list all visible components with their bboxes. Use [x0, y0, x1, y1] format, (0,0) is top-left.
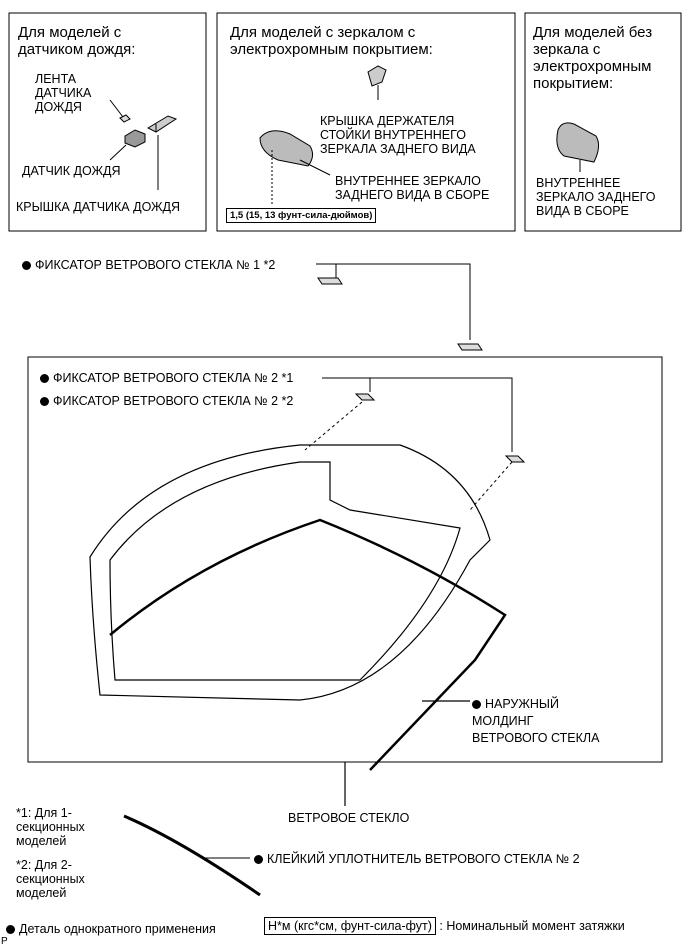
retainer-2-right [504, 455, 526, 463]
legend-non-reusable: Деталь однократного применения [6, 922, 216, 936]
leader-retainer-1b [336, 263, 471, 340]
ec-mirror-shape [259, 130, 314, 167]
rain-sensor-shape [124, 129, 146, 148]
leader-retainer-1 [316, 263, 337, 278]
leader-retainer-2b [370, 377, 513, 452]
note-2: *2: Для 2- секционных моделей [16, 858, 85, 900]
adhesive-dam-label: КЛЕЙКИЙ УПЛОТНИТЕЛЬ ВЕТРОВОГО СТЕКЛА № 2 [254, 852, 580, 866]
windshield-label: ВЕТРОВОЕ СТЕКЛО [288, 811, 410, 825]
retainer-2-left [354, 393, 376, 401]
panel-rain-sensor-header: Для моделей с датчиком дождя: [18, 24, 136, 58]
panel-ec-mirror-frame [216, 12, 516, 232]
leader-ec-mirror [299, 159, 331, 176]
leader-retainer-2 [322, 377, 371, 392]
windshield-glass-outline [89, 444, 491, 701]
note-1: *1: Для 1- секционных моделей [16, 806, 85, 848]
rain-sensor-label: ДАТЧИК ДОЖДЯ [22, 164, 121, 178]
windshield-inner-outline [109, 461, 461, 681]
corner-code: P [1, 936, 8, 947]
retainer-2a-label: ФИКСАТОР ВЕТРОВОГО СТЕКЛА № 2 *1 [40, 371, 293, 385]
retainer-1-front [317, 277, 343, 285]
panel-rain-sensor-frame [8, 12, 207, 232]
outer-molding-label: НАРУЖНЫЙ МОЛДИНГ ВЕТРОВОГО СТЕКЛА [472, 697, 600, 745]
adhesive-dam-shape [123, 814, 261, 897]
panel-plain-mirror-frame [524, 12, 682, 232]
leader-tape [109, 99, 124, 118]
dash-retainer-right [469, 461, 513, 511]
panel-ec-mirror-header: Для моделей с зеркалом с электрохромным … [230, 24, 433, 58]
ec-mirror-torque-box: 1,5 (15, 13 фунт-сила-дюймов) [226, 208, 377, 223]
windshield-molding [109, 518, 507, 771]
retainer-1-label: ФИКСАТОР ВЕТРОВОГО СТЕКЛА № 1 *2 [22, 258, 275, 272]
ec-mirror-label: ВНУТРЕННЕЕ ЗЕРКАЛО ЗАДНЕГО ВИДА В СБОРЕ [335, 174, 490, 202]
rain-sensor-cover-label: КРЫШКА ДАТЧИКА ДОЖДЯ [16, 200, 181, 214]
leader-sensor [109, 144, 127, 161]
dash-retainer-left [304, 401, 363, 451]
legend-torque: Н*м (кгс*см, фунт-сила-фут) : Номинальны… [264, 917, 625, 935]
retainer-2b-label: ФИКСАТОР ВЕТРОВОГО СТЕКЛА № 2 *2 [40, 394, 293, 408]
rain-sensor-tape-shape [119, 114, 131, 123]
rain-sensor-cover-shape [146, 115, 178, 133]
legend-torque-desc: : Номинальный момент затяжки [439, 919, 625, 933]
ec-mirror-holder-cover-label: КРЫШКА ДЕРЖАТЕЛЯ СТОЙКИ ВНУТРЕННЕГО ЗЕРК… [320, 114, 476, 156]
ec-mirror-holder-cover-shape [367, 65, 387, 87]
rain-sensor-tape-label: ЛЕНТА ДАТЧИКА ДОЖДЯ [35, 72, 92, 114]
plain-mirror-label: ВНУТРЕННЕЕ ЗЕРКАЛО ЗАДНЕГО ВИДА В СБОРЕ [536, 176, 656, 218]
legend-torque-unit: Н*м (кгс*см, фунт-сила-фут) [264, 917, 436, 935]
panel-plain-mirror-header: Для моделей без зеркала с электрохромным… [533, 24, 653, 92]
retainer-1-rear [457, 343, 483, 351]
plain-mirror-shape [556, 122, 600, 163]
